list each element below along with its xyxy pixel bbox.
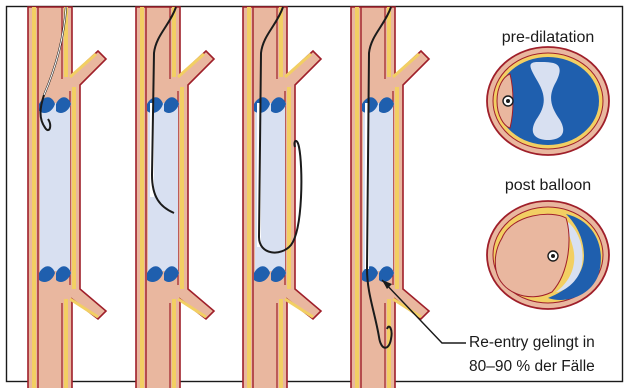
- cross-section-pre-dilatation: [487, 47, 609, 155]
- reentry-caption-line1: Re-entry gelingt in: [469, 334, 595, 351]
- vessel-panel-1: [28, 7, 106, 388]
- vessel-panel-3: [243, 7, 321, 388]
- post-balloon-label: post balloon: [505, 177, 591, 194]
- vessel-panel-2: [136, 7, 214, 388]
- reentry-caption-line2: 80–90 % der Fälle: [469, 358, 595, 375]
- pre-dilatation-label: pre-dilatation: [502, 29, 595, 46]
- vessel-panel-4: [351, 7, 429, 388]
- cross-section-post-balloon: [487, 201, 609, 309]
